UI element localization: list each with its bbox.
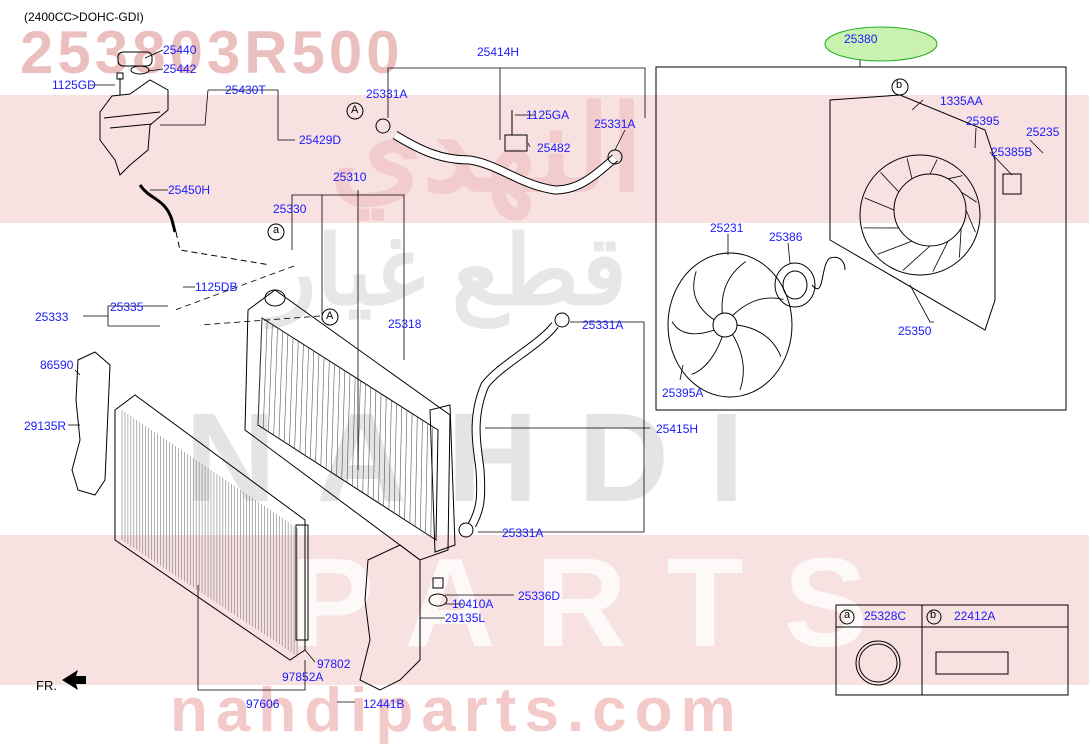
callout-97606[interactable]: 97606 xyxy=(246,697,279,711)
callout-1335AA[interactable]: 1335AA xyxy=(940,94,983,108)
callout-25331A-upper-right[interactable]: 25331A xyxy=(594,117,635,131)
fan-assembly-frame xyxy=(656,67,1066,410)
callout-25335[interactable]: 25335 xyxy=(110,300,143,314)
callout-1125DB[interactable]: 1125DB xyxy=(195,280,237,294)
legend-cap-icon xyxy=(856,641,900,685)
fan-shroud xyxy=(830,95,995,330)
radiator-filler-neck xyxy=(265,290,285,306)
callout-97802[interactable]: 97802 xyxy=(317,657,350,671)
callout-97852A[interactable]: 97852A xyxy=(282,670,323,684)
highlight-25380[interactable] xyxy=(825,27,937,61)
callout-10410A[interactable]: 10410A xyxy=(452,597,493,611)
parts-diagram: 253803R500 النهدي قطع غيار NAHDI PARTS n… xyxy=(0,0,1089,727)
ref-b-letter: b xyxy=(896,79,902,91)
callout-25414H[interactable]: 25414H xyxy=(477,45,519,59)
front-direction-arrow-icon xyxy=(62,670,86,690)
ref-A-upper-letter: A xyxy=(351,104,358,116)
lower-hose xyxy=(472,325,555,525)
fan-motor xyxy=(775,263,815,307)
hose-clamp-upper-left xyxy=(376,119,390,133)
cooling-fan xyxy=(668,253,792,397)
ref-a-letter: a xyxy=(273,224,279,236)
cap-seal xyxy=(131,66,149,74)
callout-25395A[interactable]: 25395A xyxy=(662,386,703,400)
callout-25331A-upper-left[interactable]: 25331A xyxy=(366,87,407,101)
air-guard-left xyxy=(360,545,420,690)
callout-1125GD[interactable]: 1125GD xyxy=(52,78,96,92)
callout-25331A-lower-bottom[interactable]: 25331A xyxy=(502,526,543,540)
callout-25429D[interactable]: 25429D xyxy=(299,133,341,147)
callout-25440[interactable]: 25440 xyxy=(163,43,196,57)
callout-25380[interactable]: 25380 xyxy=(844,32,877,46)
callout-25415H[interactable]: 25415H xyxy=(656,422,698,436)
callout-25350[interactable]: 25350 xyxy=(898,324,931,338)
callout-25442[interactable]: 25442 xyxy=(163,62,196,76)
callout-25330[interactable]: 25330 xyxy=(273,202,306,216)
shroud-ring xyxy=(860,155,980,275)
hose-bracket xyxy=(505,135,527,151)
legend-b-part[interactable]: 22412A xyxy=(954,609,995,623)
legend-a-letter: a xyxy=(844,609,850,621)
front-direction-label: FR. xyxy=(36,678,57,693)
hose-clamp-lower-top xyxy=(555,313,569,327)
legend-b-letter: b xyxy=(930,609,936,621)
callout-25235[interactable]: 25235 xyxy=(1026,125,1059,139)
callout-25231[interactable]: 25231 xyxy=(710,221,743,235)
fan-hub xyxy=(713,313,737,337)
callout-25450H[interactable]: 25450H xyxy=(168,183,210,197)
reservoir-cap xyxy=(118,52,152,66)
callout-29135L[interactable]: 29135L xyxy=(445,611,485,625)
callout-25386[interactable]: 25386 xyxy=(769,230,802,244)
callout-86590[interactable]: 86590 xyxy=(40,358,73,372)
callout-25318[interactable]: 25318 xyxy=(388,317,421,331)
callout-25310[interactable]: 25310 xyxy=(333,170,366,184)
drain-plug xyxy=(429,594,447,606)
callout-1125GA[interactable]: 1125GA xyxy=(526,108,569,122)
callout-25482[interactable]: 25482 xyxy=(537,141,570,155)
hose-clamp-lower-bottom xyxy=(459,523,473,537)
legend-a-part[interactable]: 25328C xyxy=(864,609,906,623)
legend-label-icon xyxy=(936,652,1008,674)
callout-25336D[interactable]: 25336D xyxy=(518,589,560,603)
callout-12441B[interactable]: 12441B xyxy=(363,697,404,711)
callout-25333[interactable]: 25333 xyxy=(35,310,68,324)
engine-spec: (2400CC>DOHC-GDI) xyxy=(24,10,144,24)
fan-resistor xyxy=(1003,174,1021,194)
callout-25395[interactable]: 25395 xyxy=(966,114,999,128)
ref-A-lower-letter: A xyxy=(326,310,333,322)
callout-25331A-lower-top[interactable]: 25331A xyxy=(582,318,623,332)
callout-29135R[interactable]: 29135R xyxy=(24,419,66,433)
callout-25430T[interactable]: 25430T xyxy=(225,83,266,97)
condenser-receiver-drier xyxy=(296,525,308,640)
air-guard-right xyxy=(72,352,110,495)
callout-25385B[interactable]: 25385B xyxy=(991,145,1032,159)
